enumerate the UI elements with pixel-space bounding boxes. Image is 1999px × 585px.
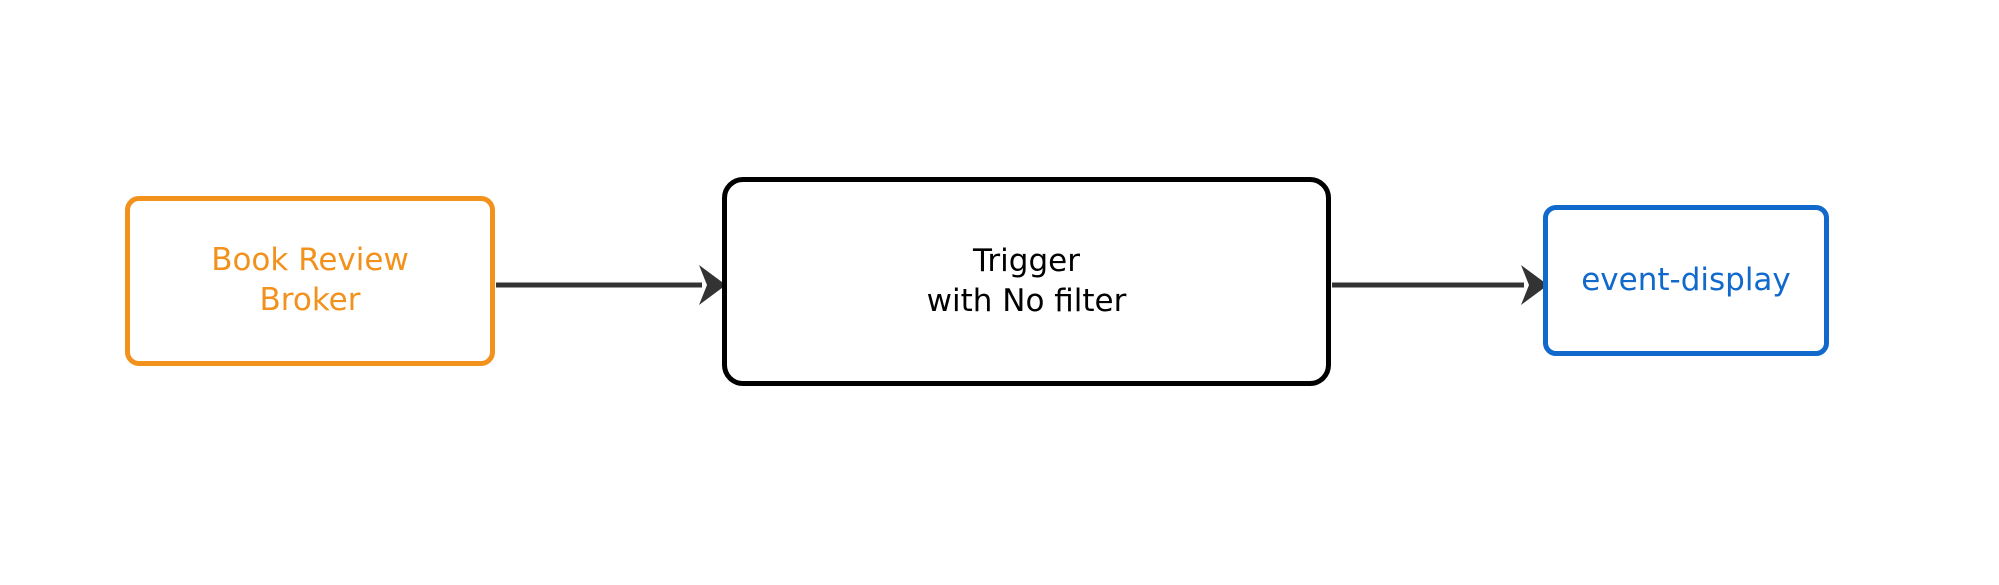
- node-trigger-label: Trigger with No filter: [926, 242, 1127, 319]
- node-event-display-label: event-display: [1581, 261, 1791, 298]
- edge-trigger-to-sink: [1326, 255, 1552, 315]
- node-book-review-broker-label: Book Review Broker: [211, 242, 409, 318]
- node-trigger[interactable]: Trigger with No filter: [722, 177, 1331, 386]
- node-book-review-broker[interactable]: Book Review Broker: [125, 196, 495, 366]
- edge-broker-to-trigger: [490, 255, 730, 315]
- node-event-display[interactable]: event-display: [1543, 205, 1829, 356]
